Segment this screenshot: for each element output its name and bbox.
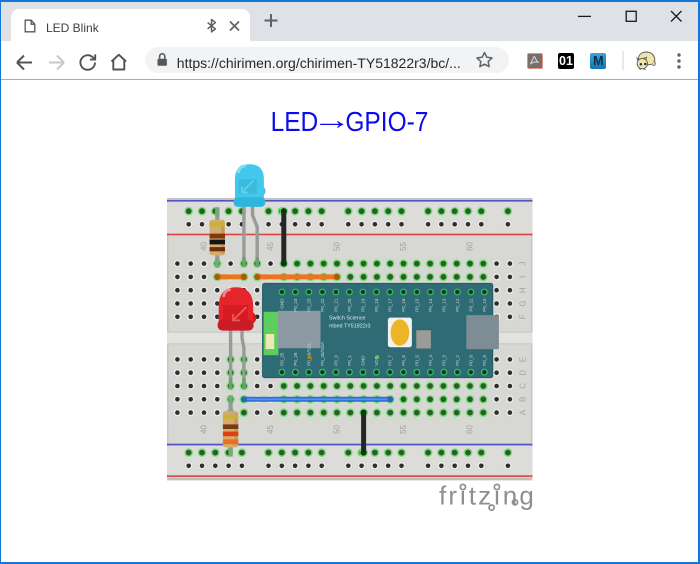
svg-text:50: 50	[333, 242, 342, 251]
svg-text:40: 40	[200, 425, 209, 434]
svg-text:60: 60	[466, 242, 475, 251]
svg-text:GND: GND	[280, 298, 285, 309]
svg-text:P0_22: P0_22	[320, 298, 325, 312]
svg-text:P0_28/SCL: P0_28/SCL	[307, 342, 312, 366]
svg-text:VDD: VDD	[374, 355, 379, 365]
svg-text:55: 55	[399, 242, 408, 251]
svg-text:frıtzıng: frıtzıng	[439, 481, 536, 511]
svg-text:P0_8: P0_8	[469, 355, 474, 366]
svg-text:60: 60	[466, 425, 475, 434]
svg-text:I: I	[518, 276, 527, 278]
svg-text:50: 50	[333, 425, 342, 434]
svg-text:P0_7: P0_7	[388, 355, 393, 366]
svg-text:P0_5: P0_5	[415, 355, 420, 366]
svg-text:A: A	[518, 409, 527, 415]
svg-text:P0_2: P0_2	[455, 355, 460, 366]
svg-text:P0_13: P0_13	[442, 298, 447, 312]
svg-text:55: 55	[399, 425, 408, 434]
svg-text:P0_24: P0_24	[293, 298, 298, 312]
svg-text:P0_26: P0_26	[293, 352, 298, 366]
svg-text:GND: GND	[361, 355, 366, 366]
svg-text:P0_1: P0_1	[347, 355, 352, 366]
svg-text:P0_11: P0_11	[469, 298, 474, 311]
svg-text:P0_0: P0_0	[334, 355, 339, 366]
svg-text:F: F	[518, 314, 527, 319]
svg-text:P0_25: P0_25	[280, 352, 285, 366]
svg-text:P0_30/SDA: P0_30/SDA	[320, 341, 325, 366]
svg-text:J: J	[518, 262, 527, 266]
svg-text:P0_9: P0_9	[482, 355, 487, 366]
svg-text:P0_16: P0_16	[401, 298, 406, 312]
svg-text:E: E	[518, 357, 527, 362]
svg-text:B: B	[518, 397, 527, 402]
svg-text:mbed TY51822r3: mbed TY51822r3	[329, 323, 371, 329]
svg-text:P0_20: P0_20	[347, 298, 352, 312]
svg-text:Switch Science: Switch Science	[329, 315, 366, 321]
svg-text:P0_4: P0_4	[428, 355, 433, 366]
svg-text:P0_10: P0_10	[482, 298, 487, 312]
svg-text:45: 45	[266, 425, 275, 434]
svg-text:P0_3: P0_3	[442, 355, 447, 366]
svg-text:G: G	[518, 300, 527, 306]
svg-text:P0_15: P0_15	[415, 298, 420, 312]
svg-text:45: 45	[266, 242, 275, 251]
svg-text:P0_6: P0_6	[401, 355, 406, 366]
svg-text:H: H	[518, 287, 527, 293]
svg-text:P0_19: P0_19	[361, 298, 366, 312]
svg-text:P0_23: P0_23	[307, 298, 312, 312]
svg-text:P0_12: P0_12	[455, 298, 460, 312]
svg-text:P0_14: P0_14	[428, 298, 433, 312]
svg-text:P0_17: P0_17	[388, 298, 393, 312]
svg-text:C: C	[518, 383, 527, 389]
svg-text:40: 40	[200, 242, 209, 251]
svg-text:P0_18: P0_18	[374, 298, 379, 312]
svg-text:P0_21: P0_21	[334, 298, 339, 312]
svg-text:D: D	[518, 370, 527, 376]
